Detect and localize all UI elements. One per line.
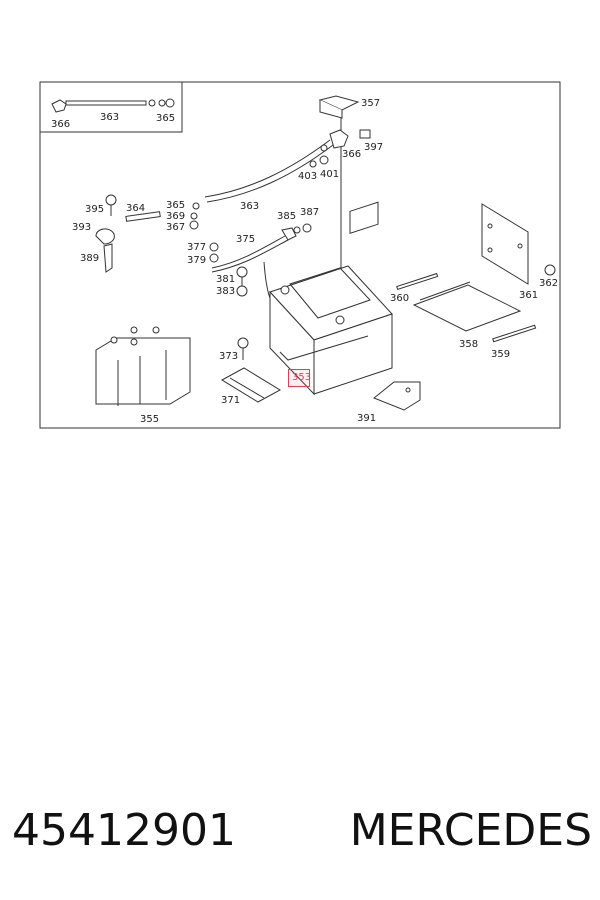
tray-358 — [396, 272, 537, 343]
callout-355: 355 — [140, 414, 159, 425]
part-caption: 45412901 MERCEDES — [12, 795, 592, 865]
callout-377: 377 — [187, 242, 206, 253]
inset-frame — [39, 81, 183, 133]
battery-cells-355 — [95, 326, 191, 406]
callout-367: 367 — [166, 222, 185, 233]
diagram-frame — [39, 81, 561, 429]
callout-375: 375 — [236, 234, 255, 245]
highlight-box — [288, 369, 310, 387]
callout-393: 393 — [72, 222, 91, 233]
callout-364: 364 — [126, 203, 145, 214]
brand-name: MERCEDES — [349, 804, 592, 856]
cable-375 — [211, 223, 312, 319]
callout-366: 366 — [342, 149, 361, 160]
callout-385: 385 — [277, 211, 296, 222]
battery — [269, 201, 393, 396]
callout-387: 387 — [300, 207, 319, 218]
callout-360: 360 — [390, 293, 409, 304]
parts-diagram: 366 363 365 357 366 397 403 401 395 364 … — [39, 81, 561, 429]
bracket-391 — [373, 381, 421, 411]
callout-371: 371 — [221, 395, 240, 406]
bracket-361 — [481, 203, 556, 285]
callout-358: 358 — [459, 339, 478, 350]
callout-357: 357 — [361, 98, 380, 109]
callout-363-inset: 363 — [100, 112, 119, 123]
bracket-357 — [318, 95, 360, 325]
left-small-parts — [95, 194, 248, 297]
callout-379: 379 — [187, 255, 206, 266]
callout-381: 381 — [216, 274, 235, 285]
callout-397: 397 — [364, 142, 383, 153]
callout-395: 395 — [85, 204, 104, 215]
callout-369: 369 — [166, 211, 185, 222]
callout-365: 365 — [166, 200, 185, 211]
callout-391: 391 — [357, 413, 376, 424]
callout-363: 363 — [240, 201, 259, 212]
callout-361: 361 — [519, 290, 538, 301]
callout-373: 373 — [219, 351, 238, 362]
main-cable-363 — [204, 129, 371, 203]
inset-cable — [51, 98, 175, 113]
callout-359: 359 — [491, 349, 510, 360]
callout-362: 362 — [539, 278, 558, 289]
clamp-371 — [221, 337, 281, 403]
callout-365-inset: 365 — [156, 113, 175, 124]
callout-401: 401 — [320, 169, 339, 180]
callout-366-inset: 366 — [51, 119, 70, 130]
callout-383: 383 — [216, 286, 235, 297]
part-number: 45412901 — [12, 804, 236, 856]
callout-403: 403 — [298, 171, 317, 182]
callout-389: 389 — [80, 253, 99, 264]
callout-353-highlighted[interactable]: 353 — [292, 372, 312, 383]
